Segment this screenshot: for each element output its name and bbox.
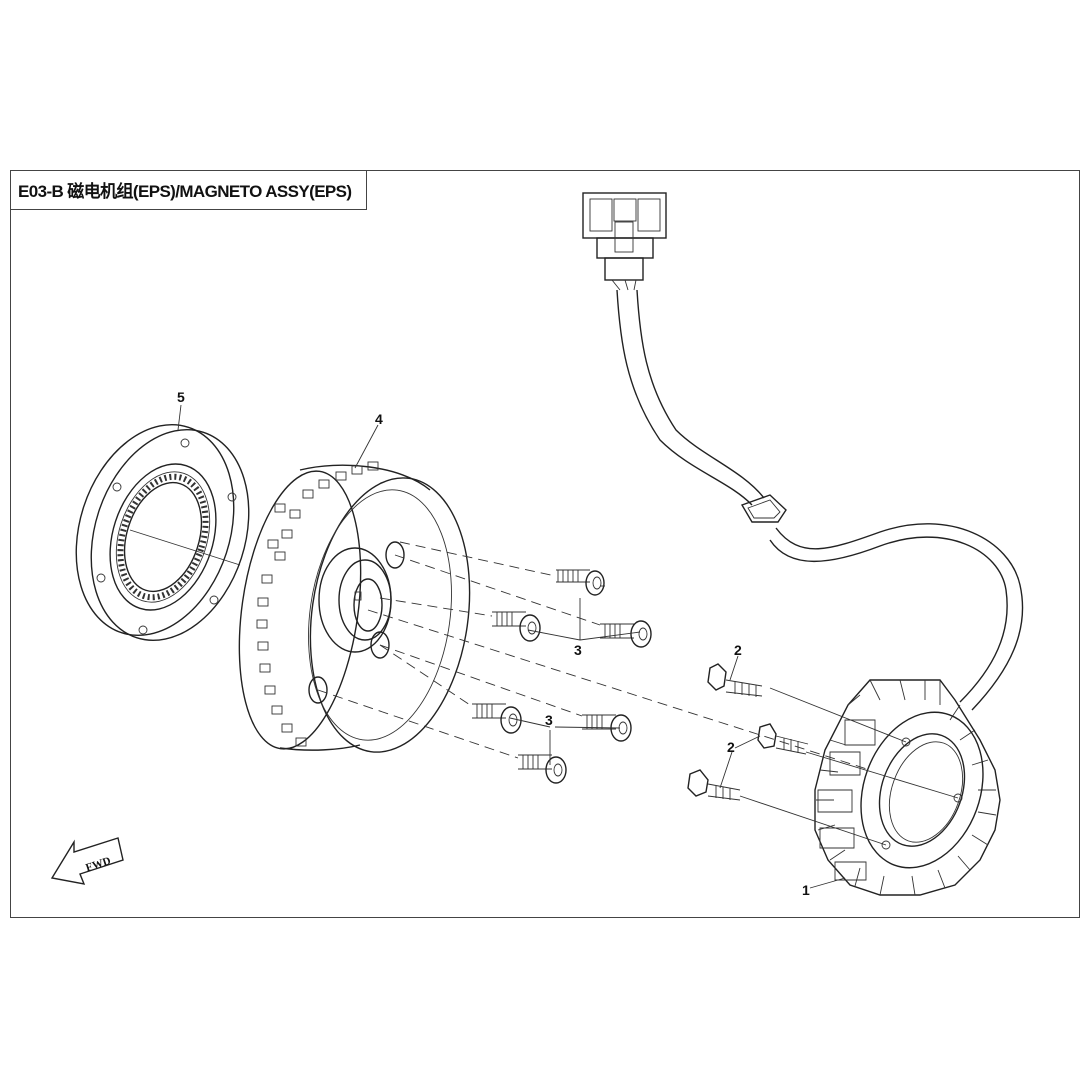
alignment-lines (129, 529, 959, 846)
wire-harness (616, 289, 1024, 711)
connector-plug (582, 192, 667, 291)
socket-bolt (492, 611, 541, 642)
socket-bolt (518, 754, 567, 784)
flange-bolt (757, 723, 809, 755)
flange-bolt (707, 663, 763, 697)
stator (814, 679, 1001, 896)
title-box: E03-B 磁电机组(EPS)/MAGNETO ASSY(EPS) (10, 170, 367, 210)
callout-4: 4 (375, 411, 383, 427)
callout-3-bottom: 3 (545, 712, 553, 728)
flange-bolt (687, 769, 741, 801)
callout-2-bottom: 2 (727, 739, 735, 755)
page-title: E03-B 磁电机组(EPS)/MAGNETO ASSY(EPS) (18, 182, 352, 201)
socket-bolt (600, 620, 652, 648)
callout-leaders (177, 404, 846, 889)
callout-2-top: 2 (734, 642, 742, 658)
callout-3-top: 3 (574, 642, 582, 658)
flywheel-rotor (238, 461, 471, 753)
callout-1: 1 (802, 882, 810, 898)
drawing-frame (10, 170, 1080, 918)
socket-bolt (556, 569, 605, 596)
callout-5: 5 (177, 389, 185, 405)
one-way-clutch (75, 424, 250, 641)
fwd-arrow-icon: FWD (50, 837, 124, 885)
